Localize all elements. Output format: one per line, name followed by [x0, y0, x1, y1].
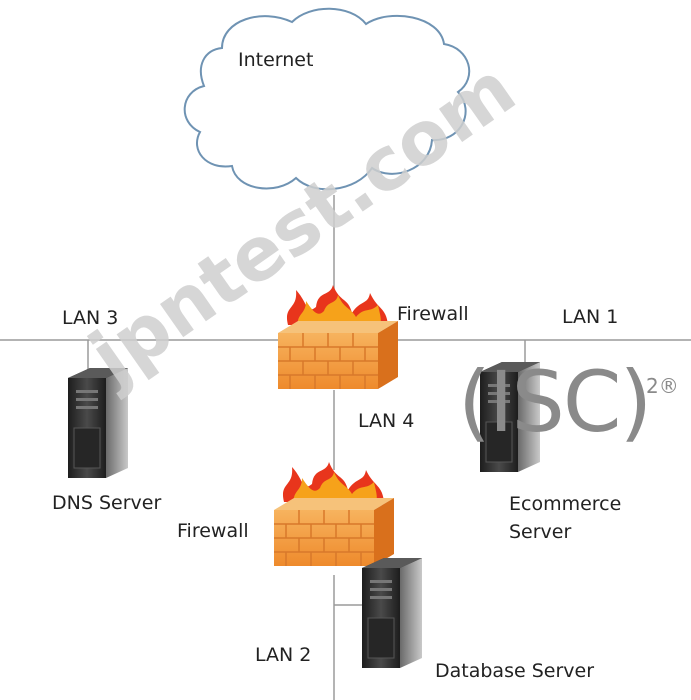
internet-cloud-icon [183, 7, 471, 191]
firewall-top-label: Firewall [397, 303, 469, 325]
lan3-label: LAN 3 [62, 307, 119, 329]
dns-server-label: DNS Server [52, 492, 162, 514]
database-server-icon [361, 557, 423, 669]
firewall-bottom-icon [273, 461, 395, 567]
firewall-bottom-label: Firewall [177, 520, 249, 542]
ecommerce-label-line2: Server [509, 521, 572, 543]
firewall-top-icon [277, 284, 399, 390]
isc2-logo-superscript: 2® [646, 374, 679, 398]
lan4-label: LAN 4 [358, 410, 415, 432]
isc2-logo-text: (ISC) [458, 353, 652, 451]
database-server-label: Database Server [435, 660, 595, 682]
lan2-label: LAN 2 [255, 644, 312, 666]
ecommerce-label-line1: Ecommerce [509, 493, 622, 515]
lan1-label: LAN 1 [562, 306, 619, 328]
network-links [0, 195, 691, 700]
isc2-logo: (ISC) 2® [458, 360, 690, 460]
ecommerce-server-label: Ecommerce Server [509, 490, 649, 546]
internet-label: Internet [238, 49, 314, 71]
